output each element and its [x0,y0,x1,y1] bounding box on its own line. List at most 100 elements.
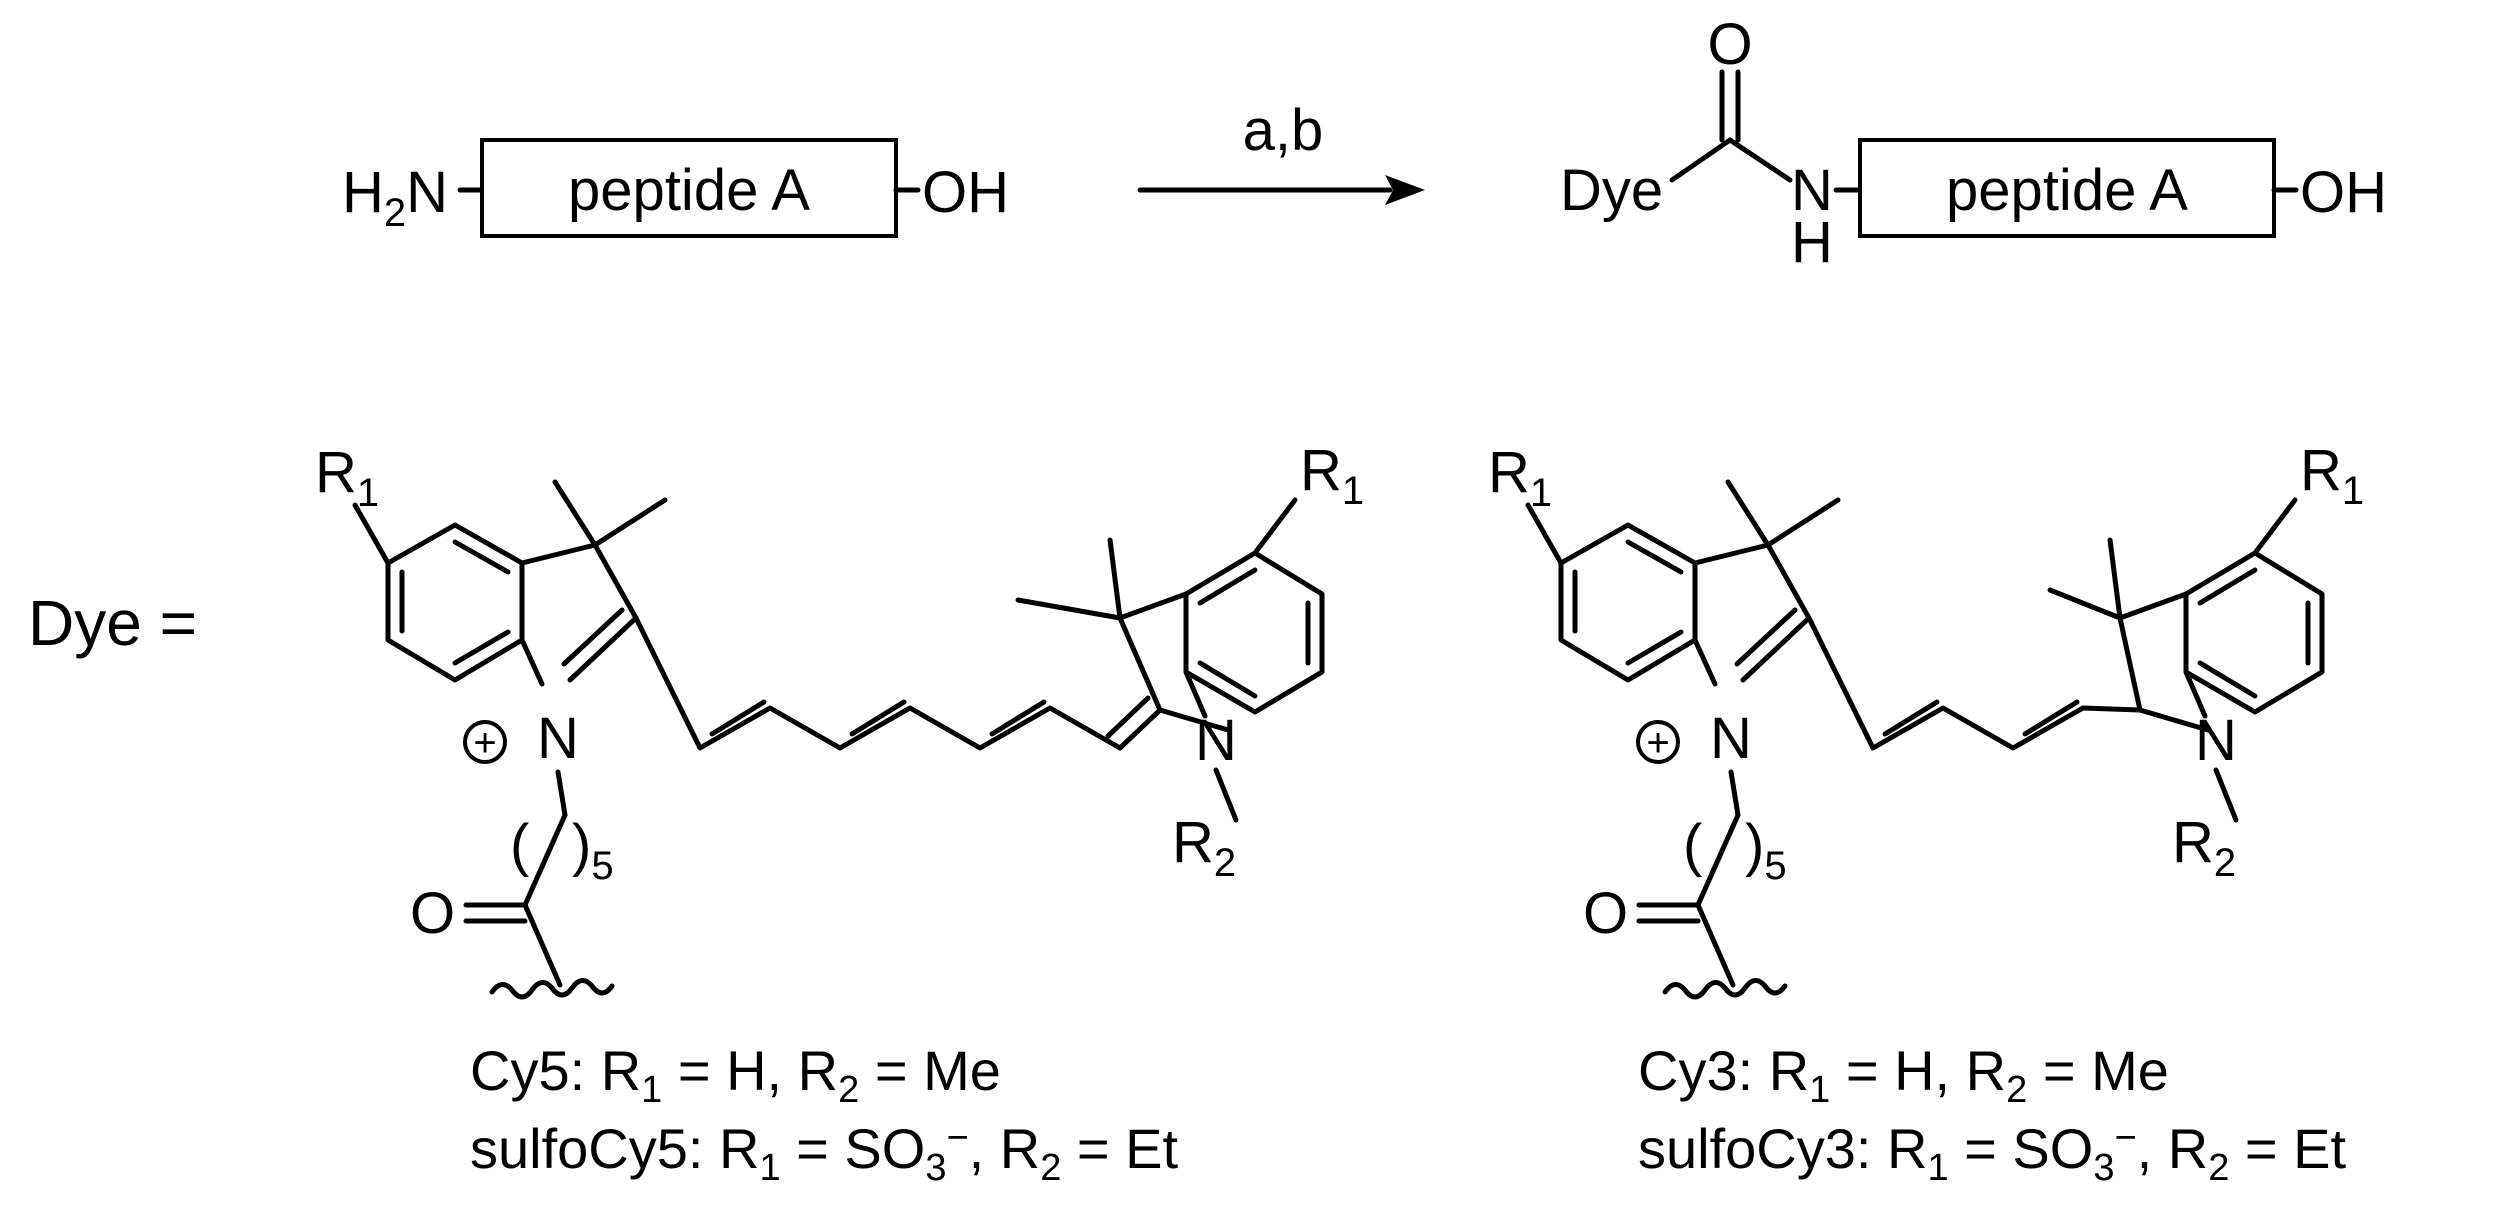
cy5-structure: R1 N + R1 N R2 ( [315,438,1364,1000]
cy3-right-r2: R2 [2172,810,2236,885]
cy5-right-n: N [1195,708,1237,773]
cy5-charge-circle [463,720,507,764]
cy3-left-cn-double-2 [1734,607,1798,667]
amine-label: H2N [342,160,448,235]
cy5-polymethine [633,615,1123,751]
cy5-right-r1-bond [1252,497,1298,556]
dye-definition-label: Dye = [28,587,197,659]
carbonyl-o-label: O [1707,12,1752,77]
dye-carbonyl-bond [1669,137,1733,183]
cy5-right-methyl-2 [1107,537,1123,621]
cy3-left-r1: R1 [1488,440,1552,515]
cy3-right-c3-ring [2117,591,2189,621]
cy3-charge: + [1646,721,1669,765]
cy5-left-n: N [537,706,579,771]
cy5-paren-close: )5 [572,813,614,888]
cy5-left-benzene [385,522,525,683]
cy3-polymethine [1806,615,2086,751]
cy3-left-c3-bond [1692,542,1771,566]
cy5-right-ring-n [1183,669,1208,719]
cy5-chain-double-1 [709,699,767,737]
cy3-alkyl-bond-1 [1728,769,1741,818]
product: Dye O N H peptide A OH [1560,12,2387,275]
arrow-head [1385,175,1425,205]
cy3-paren-open: ( [1683,813,1702,878]
dye-label: Dye [1560,158,1663,223]
cy3-right-n: N [2195,708,2237,773]
cy3-left-ring-n-bond [1692,637,1718,687]
cy5-left-cn-double-2 [561,607,625,667]
cy5-left-benzene-inner-3 [452,629,511,666]
cy5-caption-line1: Cy5: R1 = H, R2 = Me [470,1039,1001,1111]
cy3-right-benzene-inner-1 [2197,567,2258,606]
cy3-left-benzene-inner-2 [1625,539,1684,575]
cy5-right-c2-n [1157,707,1231,733]
nh-n-label: N [1791,158,1833,223]
cy3-attachment-wavy [1662,978,1788,1000]
cy5-caption: Cy5: R1 = H, R2 = Me sulfoCy5: R1 = SO3−… [470,1039,1179,1189]
cy3-right-benzene [2183,550,2325,715]
cy3-caption-line2: sulfoCy3: R1 = SO3−, R2 = Et [1638,1117,2347,1189]
cy5-right-r2-bond [1213,767,1239,823]
cy3-attachment-bond [1695,902,1736,988]
cy5-right-methyl-1 [1015,597,1123,621]
cy3-left-n: N [1710,706,1752,771]
cy5-right-c2-double-2 [1105,695,1151,739]
cy3-chain-double-2 [2022,699,2080,737]
cy5-attachment-bond [522,902,563,988]
cy5-right-c2-double-1 [1117,707,1163,751]
reactant: H2N peptide A OH [342,138,1009,238]
cy5-alkyl-bond-1 [555,769,568,818]
cy5-caption-line2: sulfoCy5: R1 = SO3−, R2 = Et [470,1117,1179,1189]
cy5-left-methyl-1 [552,479,598,548]
reaction-arrow: a,b [1137,98,1425,205]
cy5-right-benzene-inner-3 [1197,660,1258,699]
cy5-left-c2-bond [592,542,639,621]
cy3-right-r2-bond [2213,767,2239,823]
cy5-carbonyl-o: O [410,881,455,946]
cy5-left-r1: R1 [315,440,379,515]
cy5-charge: + [473,721,496,765]
cy5-left-r1-bond [352,502,391,566]
cy5-left-benzene-inner-2 [452,539,511,575]
cy5-right-benzene [1183,550,1325,715]
cy5-left-c3-bond [519,542,598,566]
cy3-caption: Cy3: R1 = H, R2 = Me sulfoCy3: R1 = SO3−… [1638,1039,2347,1189]
cy3-chain-double-1 [1882,699,1940,737]
cy3-right-c2-n [2137,707,2211,733]
cy5-chain-double-2 [849,699,907,737]
cy3-right-c2-link [2080,705,2143,713]
cy5-alkyl-bond-2 [522,812,568,908]
cy5-right-c3-ring [1117,591,1189,621]
cy3-right-benzene-inner-3 [2197,660,2258,699]
cy3-carbonyl-o: O [1583,881,1628,946]
cy3-left-cn-double-1 [1740,615,1812,683]
nh-h-label: H [1791,210,1833,275]
peptide-label: peptide A [568,158,810,223]
peptide-box-product [1858,138,2276,238]
cy3-caption-line1: Cy3: R1 = H, R2 = Me [1638,1039,2169,1111]
cy3-right-methyl-2 [2107,537,2123,621]
cy3-left-benzene-inner-3 [1625,629,1684,666]
cy5-right-c2-c3 [1117,615,1163,713]
cy3-left-methyl-1 [1725,479,1771,548]
cy3-right-ring-n [2183,669,2208,719]
cy5-right-r2: R2 [1172,810,1236,885]
cy5-right-r1: R1 [1300,438,1364,513]
peptide-label-product: peptide A [1946,158,2188,223]
carbonyl-nh-bond [1727,137,1793,183]
cy5-left-ring-n-bond [519,637,545,687]
cy5-left-cn-double-1 [567,615,639,683]
terminus-label-product: OH [2300,160,2387,225]
cy5-attachment-wavy [489,978,615,1000]
cy3-paren-close: )5 [1745,813,1787,888]
cy5-right-benzene-inner-1 [1197,567,1258,606]
cy5-left-methyl-2 [592,497,668,548]
cy3-right-r1: R1 [2300,438,2364,513]
cy3-alkyl-bond-2 [1695,812,1741,908]
cy5-chain-double-3 [989,699,1047,737]
cy3-left-methyl-2 [1765,497,1841,548]
terminus-label: OH [922,160,1009,225]
cy5-paren-open: ( [510,813,529,878]
